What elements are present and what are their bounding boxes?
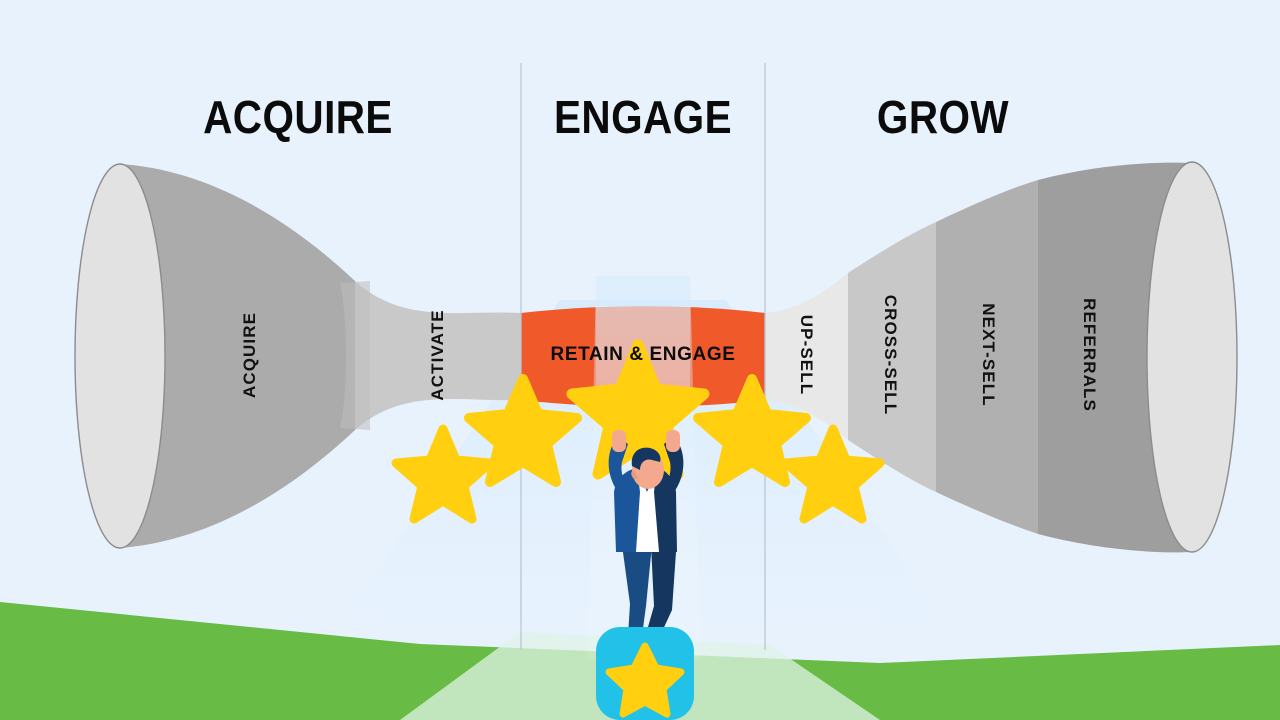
star-2 [464, 374, 582, 487]
app-badge[interactable] [596, 627, 694, 720]
character-arm-right [664, 438, 684, 492]
funnel-segment-up-sell [765, 273, 848, 440]
rating-stars [391, 339, 885, 524]
star-4 [693, 374, 811, 487]
funnel-segment-next-sell [936, 180, 1038, 534]
character-leg-back [646, 545, 676, 636]
funnel-segment-activate [355, 281, 521, 430]
app-badge-star-icon [605, 642, 685, 718]
funnel-mouth-right [1146, 161, 1238, 553]
funnel-segment-acquire [120, 164, 355, 548]
character-hand-right [666, 430, 680, 452]
funnel-left-inner-shade [340, 281, 370, 430]
star-1 [391, 424, 495, 524]
star-3 [566, 339, 710, 480]
character-shirt [634, 486, 660, 552]
character-arm-left [608, 438, 628, 492]
character-leg-front [622, 545, 652, 636]
character-hand-left [612, 430, 626, 452]
funnel-segment-cross-sell [848, 222, 936, 492]
star-5 [781, 424, 885, 524]
funnel-mouth-left [74, 163, 166, 549]
character-ear [631, 470, 638, 480]
character-hair [631, 447, 661, 470]
